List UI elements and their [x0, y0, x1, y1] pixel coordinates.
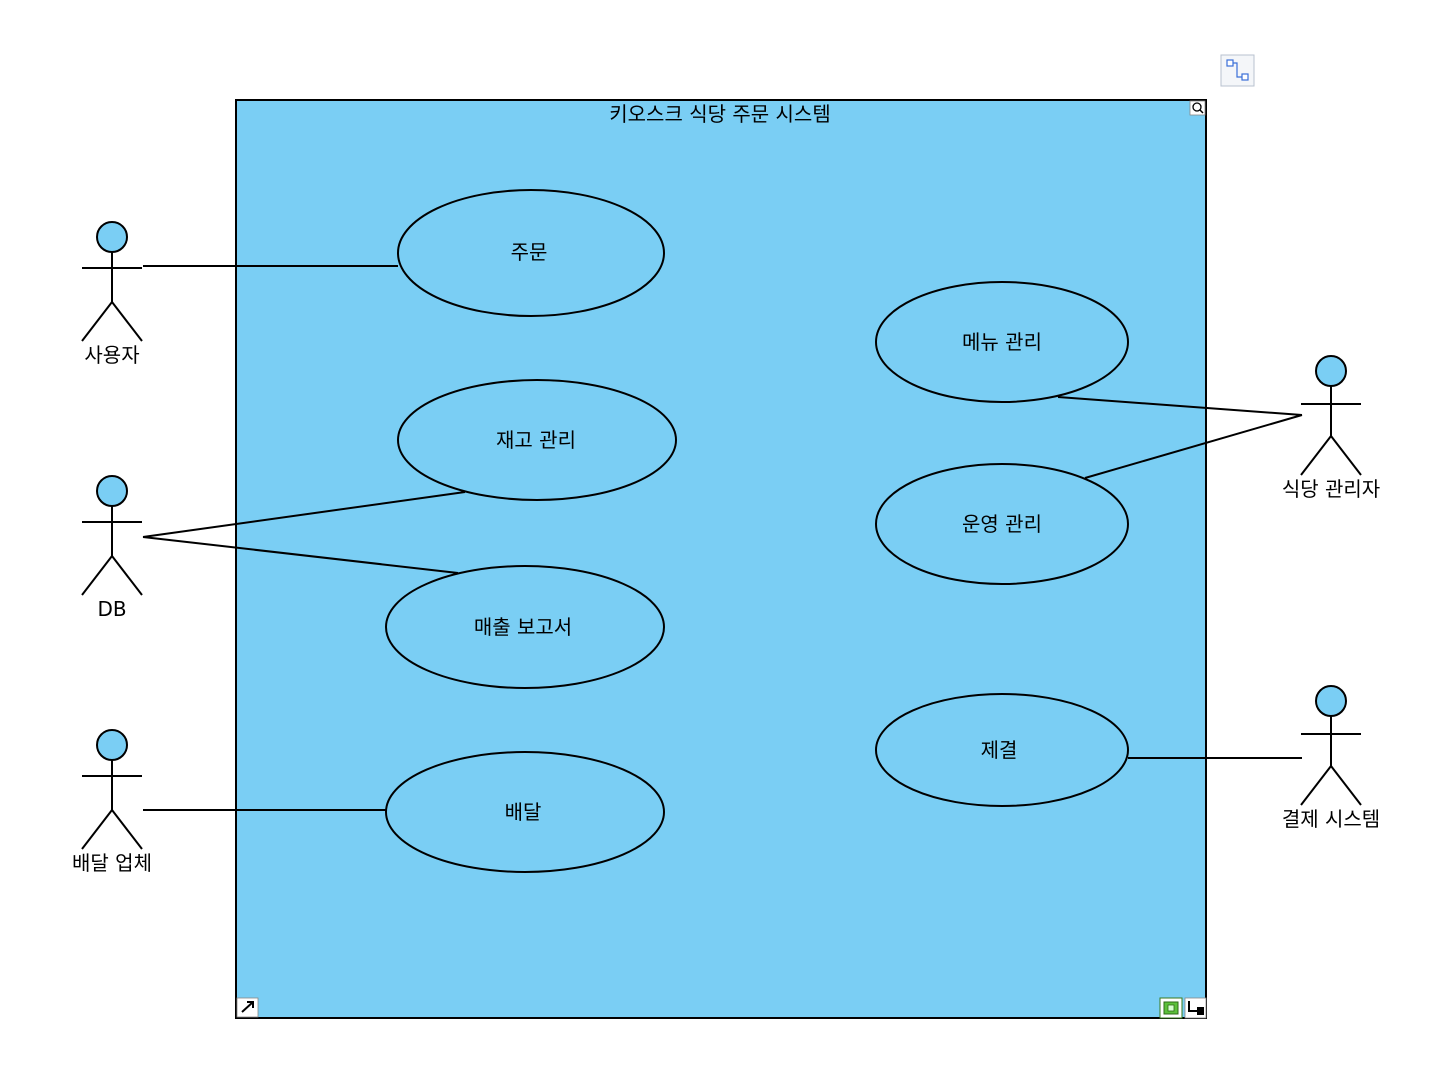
actor-delivery-company[interactable]: 배달 업체	[72, 729, 152, 875]
actor-payment-system[interactable]: 결제 시스템	[1282, 685, 1380, 831]
use-case-inventory-mgmt-label: 재고 관리	[496, 428, 576, 452]
actor-restaurant-manager-label: 식당 관리자	[1282, 477, 1380, 501]
align-icon[interactable]	[1184, 997, 1207, 1019]
actor-user[interactable]: 사용자	[81, 221, 143, 367]
resize-icon[interactable]	[236, 997, 259, 1018]
use-case-sales-report-label: 매출 보고서	[474, 615, 572, 639]
actor-restaurant-manager[interactable]: 식당 관리자	[1282, 355, 1380, 501]
association-db-sales[interactable]	[142, 536, 459, 574]
actor-db-label: DB	[97, 597, 126, 621]
use-case-delivery[interactable]: 배달	[385, 751, 665, 873]
connector-icon[interactable]	[1220, 54, 1255, 87]
use-case-payment[interactable]: 제결	[875, 693, 1129, 807]
actor-db[interactable]: DB	[81, 475, 143, 621]
association-manager-operation[interactable]	[1084, 414, 1303, 479]
actor-payment-system-label: 결제 시스템	[1282, 807, 1380, 831]
use-case-order[interactable]: 주문	[397, 189, 665, 317]
use-case-operation-mgmt[interactable]: 운영 관리	[875, 463, 1129, 585]
actor-delivery-company-label: 배달 업체	[72, 851, 152, 875]
use-case-delivery-label: 배달	[505, 800, 542, 824]
system-title: 키오스크 식당 주문 시스템	[609, 102, 830, 126]
diagram-overview-icon[interactable]	[1159, 997, 1183, 1019]
association-db-inventory[interactable]	[142, 491, 466, 538]
magnify-icon[interactable]	[1189, 100, 1206, 116]
use-case-operation-mgmt-label: 운영 관리	[962, 512, 1042, 536]
use-case-inventory-mgmt[interactable]: 재고 관리	[397, 379, 677, 501]
use-case-order-label: 주문	[511, 240, 548, 264]
actor-user-label: 사용자	[84, 343, 139, 367]
use-case-sales-report[interactable]: 매출 보고서	[385, 565, 665, 689]
use-case-menu-mgmt[interactable]: 메뉴 관리	[875, 281, 1129, 403]
association-manager-menu[interactable]	[1057, 396, 1303, 416]
use-case-payment-label: 제결	[981, 738, 1018, 762]
use-case-menu-mgmt-label: 메뉴 관리	[962, 330, 1042, 354]
